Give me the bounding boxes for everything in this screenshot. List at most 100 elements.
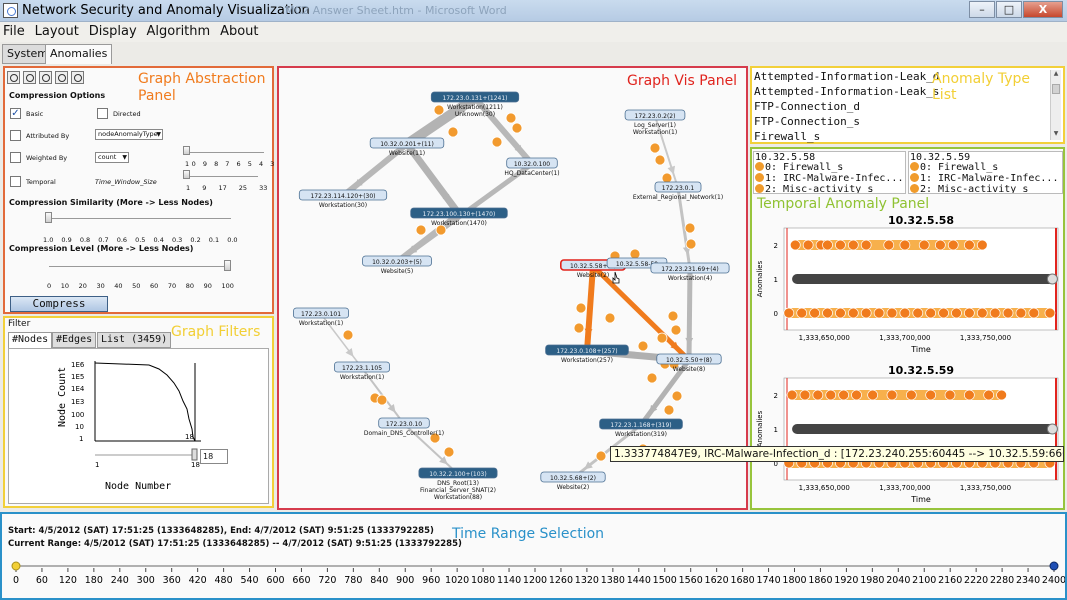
scroll-up-icon[interactable]: ▲ — [1053, 70, 1059, 77]
graph-node[interactable] — [540, 471, 606, 483]
level-tick: 40 — [114, 282, 123, 290]
time-tick-label: 780 — [344, 575, 362, 586]
time-tick-label: 1620 — [705, 575, 729, 586]
anomaly-row-label: 0: Firewall_s — [765, 162, 844, 173]
basic-label: Basic — [26, 110, 44, 118]
anomaly-badge-icon — [646, 372, 658, 384]
tab-nodes[interactable]: #Nodes — [8, 332, 53, 348]
graph-node[interactable] — [650, 262, 730, 274]
network-graph[interactable]: 172.23.0.131+(1241)Workstation(1211)Unkn… — [279, 68, 746, 508]
scroll-down-icon[interactable]: ▼ — [1053, 130, 1059, 137]
menu-display[interactable]: Display — [88, 24, 137, 39]
weight-slider-thumb[interactable] — [183, 146, 190, 155]
data-point — [822, 239, 833, 251]
anomaly-row[interactable]: 2: Misc-activity_s — [910, 184, 1028, 193]
anomaly-row[interactable]: 0: Firewall_s — [910, 162, 998, 173]
time-window-thumb[interactable] — [183, 170, 190, 179]
tab-edges[interactable]: #Edges — [52, 332, 97, 348]
range-end-handle[interactable] — [1049, 561, 1059, 571]
weight-tick: 6 — [236, 160, 244, 168]
similarity-slider-thumb[interactable] — [45, 212, 52, 223]
graph-node-sublabel: Workstation(1211) — [447, 104, 503, 111]
scroll-thumb[interactable] — [1052, 84, 1060, 94]
menu-layout[interactable]: Layout — [34, 24, 79, 39]
temporal-checkbox[interactable] — [10, 176, 21, 187]
graph-node-sublabel: Workstation(1) — [633, 129, 677, 136]
graph-node[interactable] — [656, 353, 722, 365]
anomaly-type-item[interactable]: FTP-Connection_d — [754, 100, 860, 113]
data-point — [835, 307, 846, 319]
range-slider-thumb[interactable] — [191, 448, 198, 461]
anomaly-type-item[interactable]: Firewall_s — [754, 130, 821, 143]
close-button[interactable]: X — [1023, 1, 1063, 18]
tab-system[interactable]: System — [2, 44, 54, 64]
zoom-out-icon[interactable] — [23, 71, 36, 84]
anomaly-row[interactable]: 1: IRC-Malware-Infec... — [910, 173, 1058, 184]
graph-node[interactable] — [369, 137, 445, 149]
chart-title: 10.32.5.58 — [888, 214, 954, 227]
anomaly-badge-icon — [575, 302, 587, 314]
graph-node[interactable] — [334, 361, 391, 373]
directed-checkbox[interactable] — [97, 108, 108, 119]
time-tick-label: 120 — [59, 575, 77, 586]
weight-select[interactable]: count — [95, 152, 129, 163]
anomaly-type-item[interactable]: FTP-Connection_s — [754, 115, 860, 128]
edge-arrow — [584, 328, 593, 338]
graph-node[interactable] — [410, 207, 508, 219]
edge-arrow — [685, 337, 694, 347]
menu-algorithm[interactable]: Algorithm — [146, 24, 211, 39]
maximize-button[interactable]: □ — [996, 1, 1022, 18]
pan-icon[interactable] — [55, 71, 68, 84]
time-tick-label: 2040 — [886, 575, 910, 586]
graph-node[interactable] — [506, 157, 558, 169]
time-tick-label: 1740 — [756, 575, 780, 586]
menu-file[interactable]: File — [3, 24, 25, 39]
zoom-in-icon[interactable] — [7, 71, 20, 84]
anomaly-row[interactable]: 1: IRC-Malware-Infec... — [755, 173, 903, 184]
graph-node-sublabel: HQ_DataCenter(1) — [504, 170, 559, 177]
graph-node-sublabel: Workstation(1) — [299, 320, 343, 327]
graph-node-sublabel: Unknown(30) — [455, 111, 495, 118]
anomaly-row[interactable]: 2: Misc-activity_s — [755, 184, 873, 193]
graph-node[interactable] — [430, 91, 520, 103]
compress-button[interactable]: Compress — [10, 296, 108, 312]
time-tick-label: 60 — [36, 575, 48, 586]
range-start-handle[interactable] — [11, 561, 21, 571]
time-tick-label: 1140 — [497, 575, 521, 586]
anomaly-row[interactable]: 0: Firewall_s — [755, 162, 843, 173]
data-point — [789, 239, 801, 251]
similarity-tick: 0.8 — [79, 236, 91, 244]
anomaly-list-scrollbar[interactable]: ▲ ▼ — [1050, 70, 1061, 140]
time-range-summary: Start: 4/5/2012 (SAT) 17:51:25 (13336482… — [8, 526, 434, 536]
basic-checkbox[interactable]: ✓ — [10, 108, 21, 119]
anomaly-type-item[interactable]: Attempted-Information-Leak_s — [754, 85, 940, 98]
graph-node[interactable] — [545, 344, 629, 356]
graph-node[interactable] — [298, 189, 388, 201]
node-threshold-spinner[interactable]: 18 — [200, 449, 228, 464]
attributed-by-checkbox[interactable] — [10, 130, 21, 141]
graph-node[interactable] — [378, 417, 430, 429]
tab-anomalies[interactable]: Anomalies — [45, 44, 113, 64]
compression-options-heading: Compression Options — [9, 91, 106, 100]
graph-node[interactable] — [654, 181, 702, 193]
graph-node[interactable] — [418, 467, 498, 479]
attribute-select[interactable]: nodeAnomalyType — [95, 129, 163, 140]
time-window-track — [186, 176, 258, 177]
anomaly-type-item[interactable]: Attempted-Information-Leak_d — [754, 70, 940, 83]
minimize-button[interactable]: – — [969, 1, 995, 18]
tab-list[interactable]: List (3459) — [97, 332, 172, 348]
weighted-by-checkbox[interactable] — [10, 152, 21, 163]
time-tick-label: 960 — [422, 575, 440, 586]
move-icon[interactable] — [71, 71, 84, 84]
graph-node[interactable] — [362, 255, 432, 267]
zoom-fit-icon[interactable] — [39, 71, 52, 84]
graph-node[interactable] — [292, 307, 350, 319]
graph-node-label: 10.32.2.100+(103) — [429, 471, 486, 478]
level-slider-thumb[interactable] — [224, 260, 231, 271]
graph-node[interactable] — [624, 109, 686, 121]
menu-about[interactable]: About — [220, 24, 259, 39]
anomaly-row-label: 0: Firewall_s — [920, 162, 999, 173]
graph-node[interactable] — [599, 418, 683, 430]
